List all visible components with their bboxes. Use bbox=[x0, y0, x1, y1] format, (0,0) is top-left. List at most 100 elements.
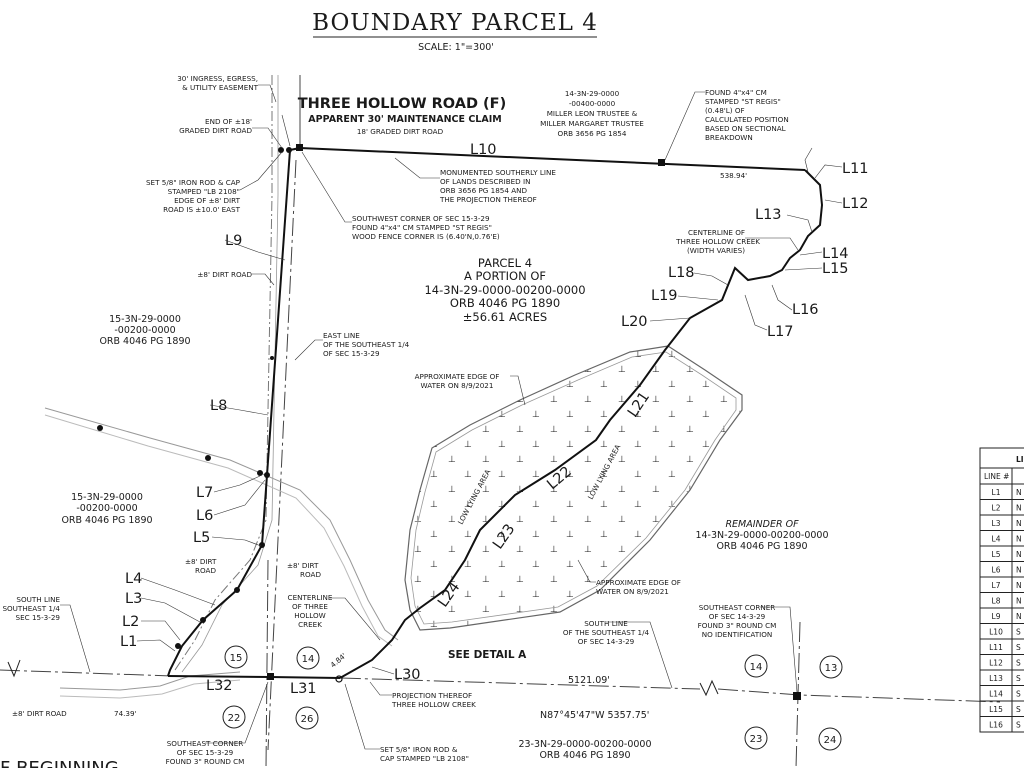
distance-south: 5121.09' bbox=[568, 675, 610, 686]
low-lying-area-inner bbox=[410, 351, 737, 625]
svg-text:SOUTHEAST CORNER: SOUTHEAST CORNER bbox=[167, 739, 244, 748]
svg-text:APPROXIMATE EDGE OF: APPROXIMATE EDGE OF bbox=[596, 578, 681, 587]
svg-text:MONUMENTED SOUTHERLY LINE: MONUMENTED SOUTHERLY LINE bbox=[440, 168, 556, 177]
point bbox=[97, 425, 103, 431]
point bbox=[278, 147, 284, 153]
svg-text:PARCEL 4: PARCEL 4 bbox=[478, 256, 532, 270]
monument-found-cm bbox=[658, 159, 665, 166]
table-cell-line: L4 bbox=[992, 534, 1001, 543]
svg-text:18' GRADED DIRT ROAD: 18' GRADED DIRT ROAD bbox=[357, 127, 444, 136]
dirt-road-south-b bbox=[59, 679, 241, 699]
creek-centerline-note: CENTERLINE OF THREE HOLLOW CREEK (WIDTH … bbox=[675, 228, 760, 255]
point bbox=[257, 470, 263, 476]
table-cell-line: L5 bbox=[992, 550, 1001, 559]
table-cell-bearing: S bbox=[1016, 627, 1021, 636]
distance-l10: 538.94' bbox=[720, 171, 747, 180]
svg-text:14: 14 bbox=[750, 662, 763, 673]
svg-text:13: 13 bbox=[825, 663, 838, 674]
svg-text:CAP STAMPED "LB 2108": CAP STAMPED "LB 2108" bbox=[380, 754, 469, 763]
point bbox=[286, 147, 292, 153]
svg-text:OF SEC 14-3-29: OF SEC 14-3-29 bbox=[709, 612, 766, 621]
svg-text:ORB 3656 PG 1854: ORB 3656 PG 1854 bbox=[558, 129, 627, 138]
svg-text:15: 15 bbox=[230, 653, 243, 664]
svg-text:GRADED DIRT ROAD: GRADED DIRT ROAD bbox=[179, 126, 252, 135]
creek-cl-sw-note: CENTERLINE OF THREE HOLLOW CREEK bbox=[288, 593, 333, 629]
dirt-road-label-2: ±8' DIRT ROAD bbox=[185, 557, 217, 575]
table-cell-line: L13 bbox=[989, 674, 1003, 683]
svg-text:14-3N-29-0000-00200-0000: 14-3N-29-0000-00200-0000 bbox=[424, 283, 585, 297]
low-lying-area bbox=[404, 345, 743, 631]
table-cell-bearing: S bbox=[1016, 705, 1021, 714]
table-cell-line: L12 bbox=[989, 658, 1003, 667]
svg-text:-00400-0000: -00400-0000 bbox=[569, 99, 616, 108]
svg-text:L14: L14 bbox=[822, 246, 849, 262]
svg-text:-00200-0000: -00200-0000 bbox=[76, 503, 137, 514]
svg-text:OF SEC 14-3-29: OF SEC 14-3-29 bbox=[578, 637, 635, 646]
svg-text:L1: L1 bbox=[120, 634, 137, 650]
svg-text:L15: L15 bbox=[822, 261, 849, 277]
svg-text:SOUTHWEST CORNER OF SEC 15-3-2: SOUTHWEST CORNER OF SEC 15-3-29 bbox=[352, 214, 490, 223]
svg-text:OF SEC 15-3-29: OF SEC 15-3-29 bbox=[177, 748, 234, 757]
found-cm-note: FOUND 4"x4" CM STAMPED "ST REGIS" (0.48'… bbox=[705, 88, 789, 142]
svg-text:26: 26 bbox=[301, 714, 314, 725]
svg-text:OF SEC 15-3-29: OF SEC 15-3-29 bbox=[323, 349, 380, 358]
svg-text:END OF ±18': END OF ±18' bbox=[205, 117, 252, 126]
svg-text:BREAKDOWN: BREAKDOWN bbox=[705, 133, 753, 142]
east-line-sec15 bbox=[267, 159, 297, 751]
table-cell-bearing: N bbox=[1016, 550, 1022, 559]
svg-text:L7: L7 bbox=[196, 485, 213, 501]
svg-text:THREE HOLLOW CREEK: THREE HOLLOW CREEK bbox=[391, 700, 476, 709]
svg-text:OF THREE: OF THREE bbox=[292, 602, 328, 611]
approx-water-note-2: APPROXIMATE EDGE OF WATER ON 8/9/2021 bbox=[596, 578, 681, 596]
svg-text:WOOD FENCE CORNER IS (6.40'N,0: WOOD FENCE CORNER IS (6.40'N,0.76'E) bbox=[352, 232, 500, 241]
svg-text:CALCULATED POSITION: CALCULATED POSITION bbox=[705, 115, 789, 124]
dirt-road-edge-west bbox=[174, 75, 273, 671]
south-section-line bbox=[0, 669, 1001, 703]
table-cell-bearing: S bbox=[1016, 643, 1021, 652]
monumented-note: MONUMENTED SOUTHERLY LINE OF LANDS DESCR… bbox=[439, 168, 556, 204]
line-L10 bbox=[299, 147, 806, 171]
table-cell-bearing: S bbox=[1016, 720, 1021, 729]
point bbox=[175, 643, 181, 649]
svg-text:L17: L17 bbox=[767, 324, 794, 340]
svg-text:(0.48'L) OF: (0.48'L) OF bbox=[705, 106, 745, 115]
svg-text:ORB 4046 PG 1890: ORB 4046 PG 1890 bbox=[716, 541, 807, 552]
table-cell-bearing: N bbox=[1016, 596, 1022, 605]
svg-text:ROAD IS ±10.0' EAST: ROAD IS ±10.0' EAST bbox=[163, 205, 241, 214]
svg-text:THREE HOLLOW ROAD (F): THREE HOLLOW ROAD (F) bbox=[298, 96, 506, 112]
svg-text:APPARENT 30' MAINTENANCE CLAIM: APPARENT 30' MAINTENANCE CLAIM bbox=[308, 114, 501, 125]
svg-text:ROAD: ROAD bbox=[300, 570, 321, 579]
svg-text:SOUTH LINE: SOUTH LINE bbox=[16, 595, 60, 604]
svg-text:L20: L20 bbox=[621, 314, 648, 330]
iron-rod-south-note: SET 5/8" IRON ROD & CAP STAMPED "LB 2108… bbox=[380, 745, 469, 763]
point bbox=[259, 542, 265, 548]
table-cell-line: L14 bbox=[989, 689, 1003, 698]
svg-text:SET 5/8" IRON ROD & CAP: SET 5/8" IRON ROD & CAP bbox=[146, 178, 241, 187]
svg-text:FOUND 4"x4" CM STAMPED "ST REG: FOUND 4"x4" CM STAMPED "ST REGIS" bbox=[352, 223, 492, 232]
svg-text:EDGE OF ±8' DIRT: EDGE OF ±8' DIRT bbox=[174, 196, 241, 205]
table-cell-bearing: N bbox=[1016, 534, 1022, 543]
svg-text:L13: L13 bbox=[755, 207, 782, 223]
dirt-road-edge-east bbox=[181, 75, 279, 673]
svg-text:L10: L10 bbox=[470, 142, 497, 158]
projection-note: PROJECTION THEREOF THREE HOLLOW CREEK bbox=[391, 691, 476, 709]
svg-text:MILLER MARGARET TRUSTEE: MILLER MARGARET TRUSTEE bbox=[540, 119, 644, 128]
svg-text:STAMPED "ST REGIS": STAMPED "ST REGIS" bbox=[705, 97, 781, 106]
table-cell-bearing: N bbox=[1016, 565, 1022, 574]
svg-text:14-3N-29-0000-00200-0000: 14-3N-29-0000-00200-0000 bbox=[695, 530, 828, 541]
table-cell-bearing: N bbox=[1016, 581, 1022, 590]
table-cell-line: L11 bbox=[989, 643, 1003, 652]
svg-text:OF LANDS DESCRIBED IN: OF LANDS DESCRIBED IN bbox=[440, 177, 530, 186]
se-corner-15-note: SOUTHEAST CORNER OF SEC 15-3-29 FOUND 3"… bbox=[166, 739, 245, 766]
break-symbol bbox=[699, 679, 719, 697]
parcel-boundary-creek bbox=[339, 169, 824, 679]
parcel-boundary-west bbox=[167, 147, 301, 677]
svg-text:L32: L32 bbox=[206, 678, 233, 694]
table-cell-line: L15 bbox=[989, 705, 1003, 714]
plat-title: BOUNDARY PARCEL 4 bbox=[312, 10, 598, 36]
table-cell-line: L9 bbox=[992, 612, 1001, 621]
svg-text:(WIDTH VARIES): (WIDTH VARIES) bbox=[687, 246, 745, 255]
svg-text:14: 14 bbox=[302, 654, 315, 665]
dirt-road-label-3: ±8' DIRT ROAD bbox=[287, 561, 321, 579]
